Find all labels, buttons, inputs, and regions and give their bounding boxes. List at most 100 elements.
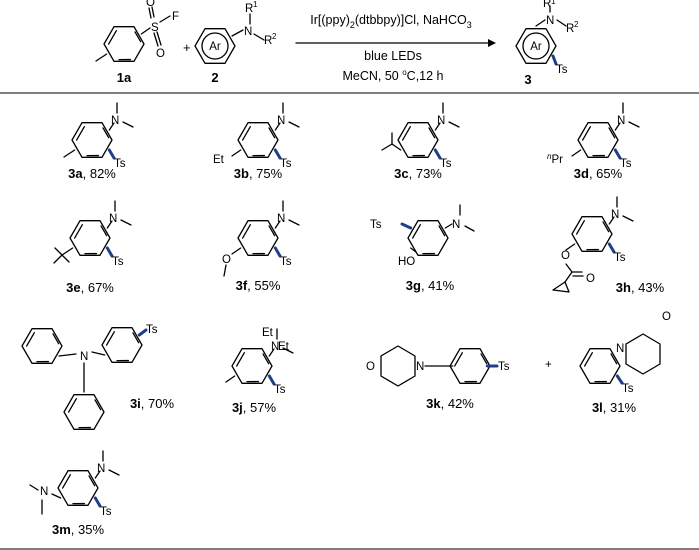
- bond-line: [434, 122, 441, 131]
- product-caption: 3i, 70%: [130, 396, 175, 411]
- plus-sign: +: [183, 40, 191, 55]
- bond-line: [51, 493, 62, 499]
- bond-line: [53, 254, 63, 264]
- ts-label: Ts: [440, 158, 452, 170]
- svg-text:1: 1: [551, 0, 556, 6]
- reactant-2: Ar N R 1 R 2 2: [189, 0, 277, 85]
- ts-label: Ts: [114, 158, 126, 170]
- ring-shape: [572, 113, 624, 167]
- nitrogen-label: N: [277, 115, 285, 127]
- bond-line: [274, 220, 281, 229]
- bond-line: [54, 247, 63, 256]
- ring-shape: [66, 113, 118, 167]
- oxygen-label: O: [662, 311, 671, 323]
- bond-line: [565, 263, 573, 273]
- bond-line: [608, 216, 615, 225]
- ar-label: Ar: [209, 41, 221, 53]
- bond-line: [91, 351, 106, 356]
- ring-shape: [96, 318, 148, 372]
- bond-line: [268, 348, 275, 357]
- oxygen-label: O: [156, 48, 165, 60]
- ring-shape: [380, 345, 416, 387]
- bond-line: [614, 122, 621, 131]
- bond-line: [122, 121, 134, 128]
- bond-line: [108, 469, 120, 476]
- ts-label: Ts: [620, 158, 632, 170]
- ring-shape: [58, 385, 110, 439]
- substituent-label: Et: [278, 341, 290, 353]
- bond-line: [61, 247, 74, 256]
- bond-line: [444, 223, 453, 229]
- substituent-label: nPr: [547, 152, 563, 166]
- bond-line: [622, 215, 634, 222]
- bond-line: [94, 470, 101, 479]
- svg-text:2: 2: [272, 32, 277, 41]
- product-caption: 3f, 55%: [236, 278, 281, 293]
- substituent-label: HO: [398, 256, 415, 268]
- nitrogen-label: N: [109, 213, 117, 225]
- reaction-conditions: Ir[(ppy)2(dtbbpy)]Cl, NaHCO3 blue LEDs M…: [295, 13, 496, 83]
- bond-line: [282, 347, 294, 354]
- bond-line: [564, 271, 573, 283]
- nitrogen-label: N: [546, 15, 554, 27]
- bond-line: [391, 143, 402, 151]
- sulfur-label: S: [151, 22, 159, 34]
- oxygen-label: O: [222, 254, 231, 266]
- product-caption: 3j, 57%: [232, 400, 277, 415]
- bond-line: [107, 148, 116, 160]
- bond-line: [565, 243, 576, 251]
- ts-label: Ts: [100, 506, 112, 518]
- ts-label: Ts: [280, 256, 292, 268]
- ring-shape: [552, 281, 570, 293]
- nitrogen-label: N: [277, 213, 285, 225]
- nitrogen-label: N: [616, 343, 624, 355]
- bond-line: [231, 247, 242, 255]
- nitrogen-label: N: [416, 361, 424, 373]
- r-label: R: [566, 23, 574, 35]
- bond-line: [464, 225, 475, 232]
- product-caption: 3d, 65%: [574, 166, 623, 181]
- ring-shape: [232, 113, 284, 167]
- nitrogen-label: N: [611, 209, 619, 221]
- bond-line: [108, 122, 115, 131]
- substituent-label: Et: [262, 327, 274, 339]
- svg-text:Ir[(ppy)2(dtbbpy)]Cl, NaHCO3: Ir[(ppy)2(dtbbpy)]Cl, NaHCO3: [310, 13, 471, 30]
- product-3f: N Ts O 3f, 55%: [222, 200, 300, 293]
- ts-label: Ts: [498, 361, 510, 373]
- bond-line: [273, 246, 282, 258]
- bond-line: [273, 148, 282, 160]
- bond-line: [137, 328, 148, 337]
- product-caption: 3g, 41%: [406, 278, 455, 293]
- nitrogen-label: N: [271, 341, 279, 353]
- reactant-1a: S F O O 1a: [95, 0, 179, 85]
- product-caption: 3b, 75%: [234, 166, 283, 181]
- product-caption: 3c, 73%: [394, 166, 442, 181]
- oxygen-label: O: [366, 361, 375, 373]
- nitrogen-label: N: [40, 486, 48, 498]
- compound-number: 2: [211, 70, 218, 85]
- product-caption: 3a, 82%: [68, 166, 116, 181]
- ring-shape: [52, 461, 104, 515]
- svg-text:MeCN, 50 oC,12 h: MeCN, 50 oC,12 h: [342, 68, 443, 83]
- compound-number: 3: [524, 72, 531, 87]
- oxygen-label: O: [561, 250, 570, 262]
- r-label: R: [264, 35, 272, 47]
- ts-label: Ts: [274, 384, 286, 396]
- bond-line: [613, 148, 622, 160]
- bond-line: [628, 121, 640, 128]
- product-caption: 3k, 42%: [426, 396, 474, 411]
- ring-shape: [625, 333, 661, 375]
- bond-line: [120, 219, 132, 226]
- ring-shape: [232, 211, 284, 265]
- nitrogen-label: N: [452, 219, 460, 231]
- r-label: R: [245, 3, 253, 15]
